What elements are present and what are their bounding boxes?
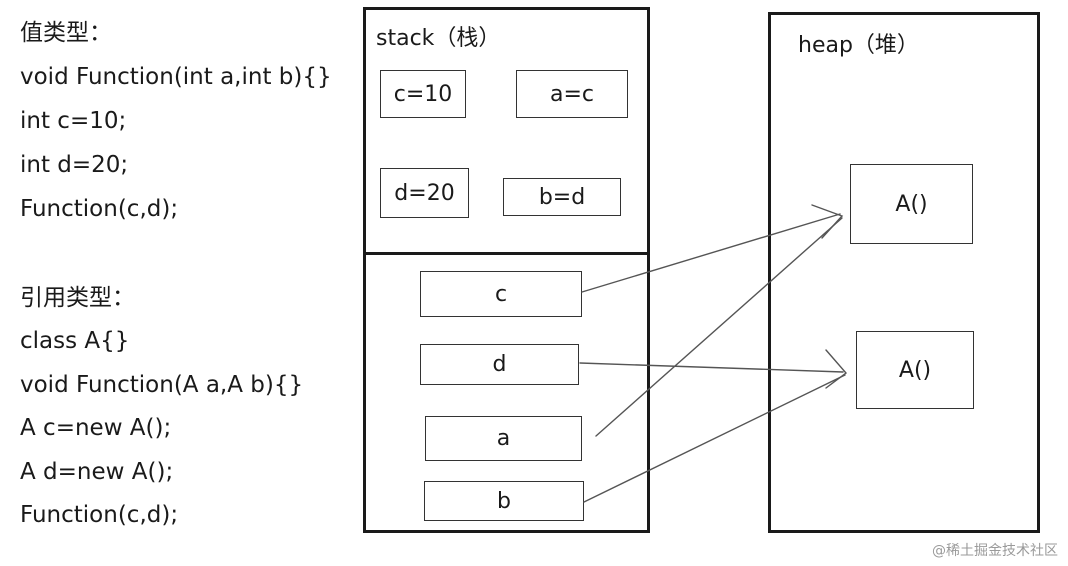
code-line-value-1: void Function(int a,int b){} [20, 64, 332, 90]
heap-object-2: A() [856, 331, 974, 409]
stack-ref-d: d [420, 344, 579, 385]
code-line-value-2: int c=10; [20, 108, 127, 134]
stack-box-b-value: b=d [503, 178, 621, 216]
reference-type-title: 引用类型： [20, 285, 135, 311]
value-type-title: 值类型： [20, 20, 112, 46]
code-line-value-3: int d=20; [20, 152, 129, 178]
stack-title: stack（栈） [376, 26, 501, 51]
stack-box-a-value: a=c [516, 70, 628, 118]
stack-ref-c: c [420, 271, 582, 317]
code-line-ref-3: A c=new A(); [20, 415, 172, 441]
heap-object-1: A() [850, 164, 973, 244]
heap-title: heap（堆） [798, 33, 919, 58]
stack-ref-b: b [424, 481, 584, 521]
code-line-ref-2: void Function(A a,A b){} [20, 372, 304, 398]
heap-panel [768, 12, 1040, 533]
code-line-ref-4: A d=new A(); [20, 459, 174, 485]
stack-divider [363, 252, 650, 255]
stack-box-c-value: c=10 [380, 70, 466, 118]
watermark: @稀土掘金技术社区 [932, 543, 1058, 559]
code-line-value-4: Function(c,d); [20, 196, 179, 222]
stack-box-d-value: d=20 [380, 168, 469, 218]
code-line-ref-5: Function(c,d); [20, 502, 179, 528]
stack-ref-a: a [425, 416, 582, 461]
code-line-ref-1: class A{} [20, 328, 130, 354]
